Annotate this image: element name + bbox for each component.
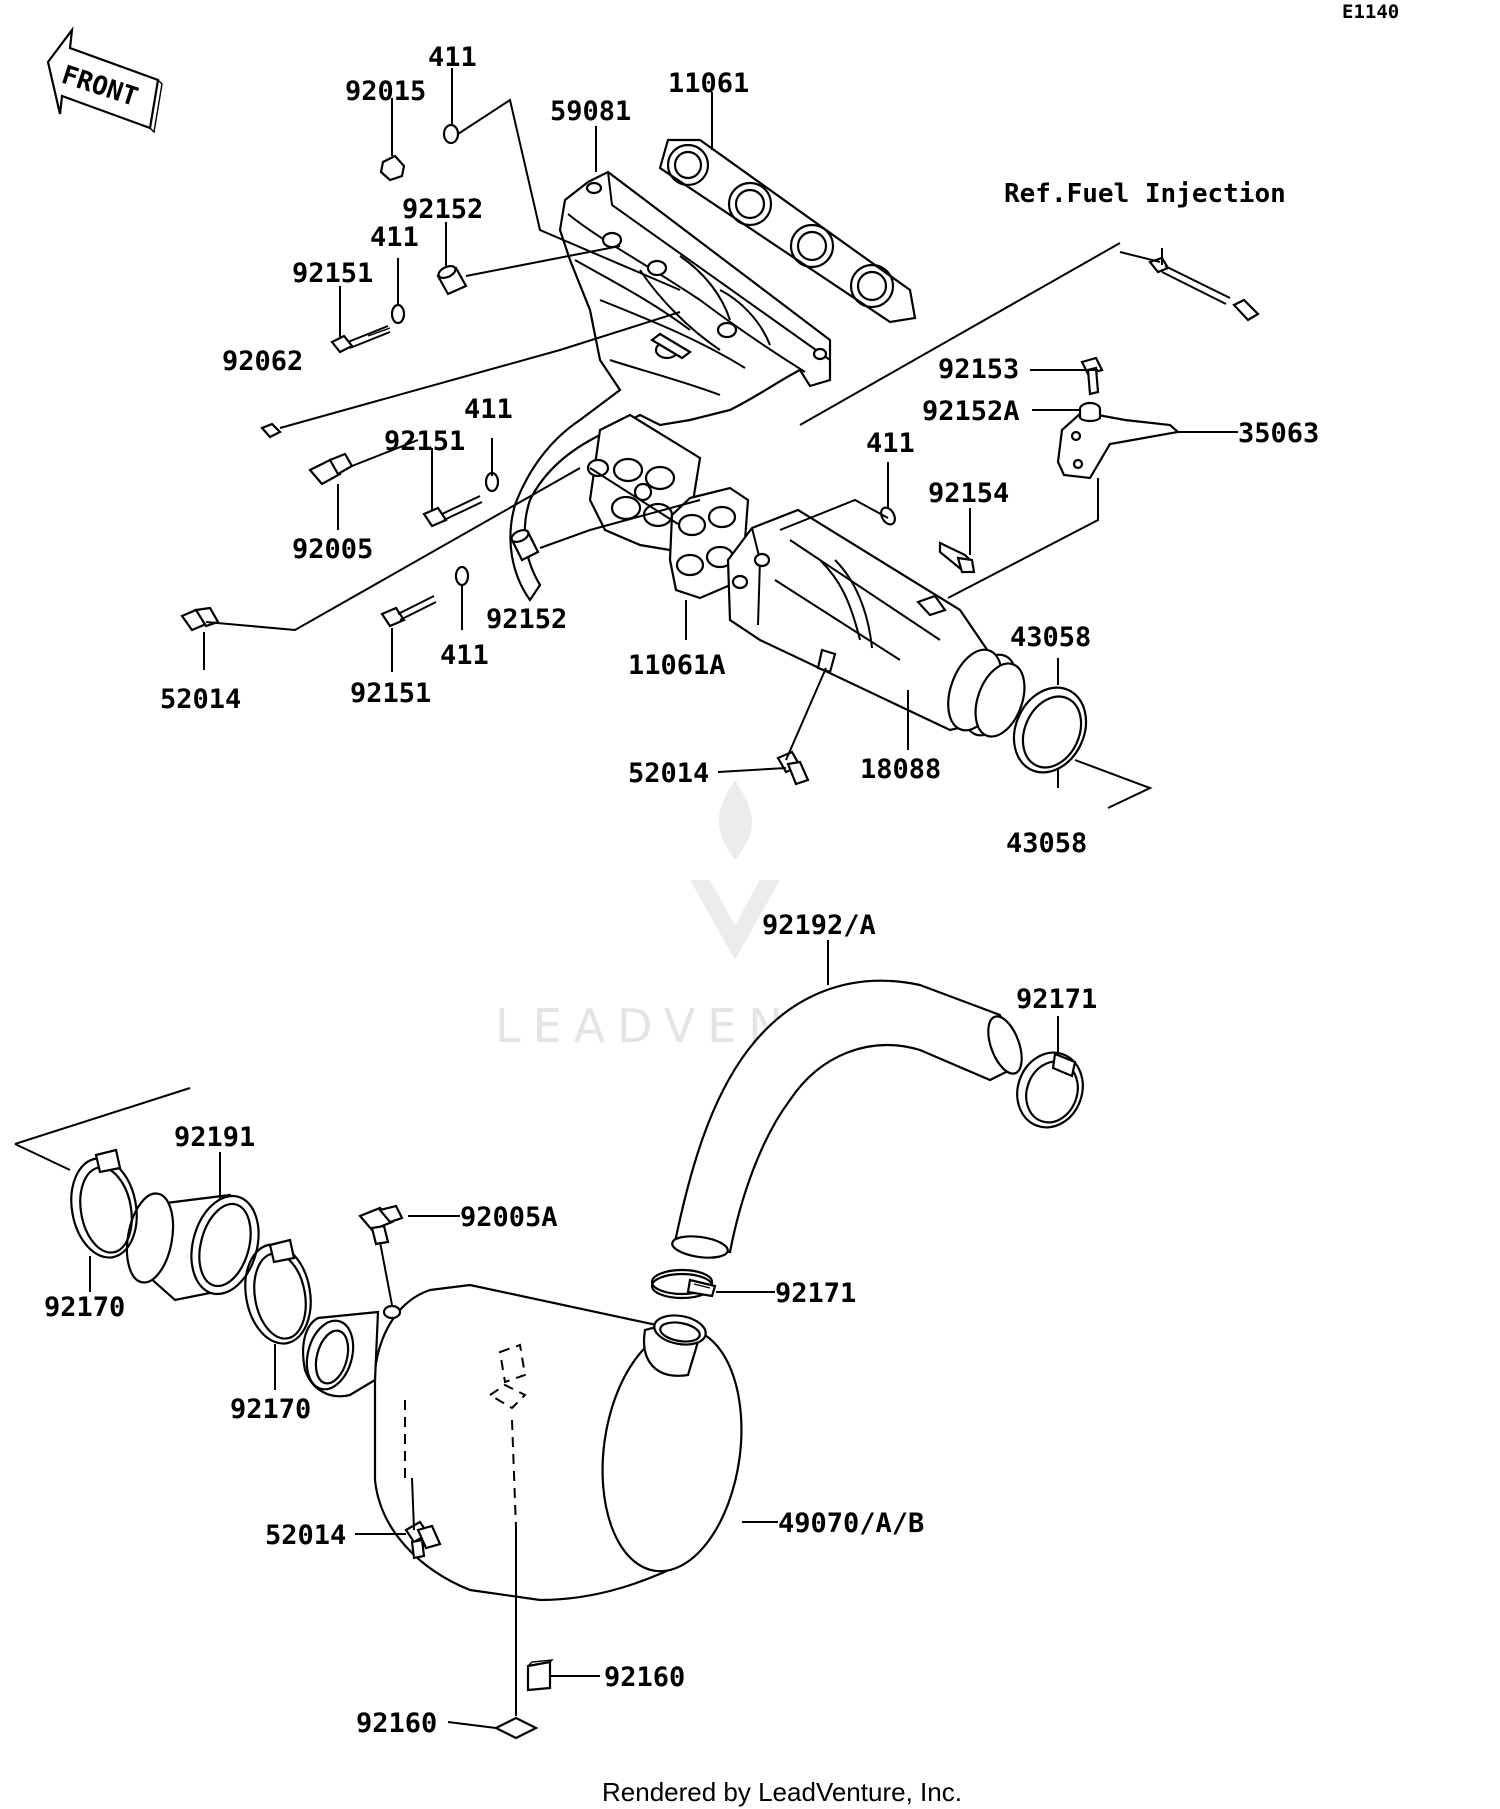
label-411: 411	[464, 394, 513, 425]
fitting-52014-a	[180, 606, 220, 632]
clamp-92170-a	[70, 1148, 138, 1259]
label-92170: 92170	[230, 1394, 311, 1425]
label-411: 411	[440, 640, 489, 671]
label-52014: 52014	[160, 684, 241, 715]
label-43058: 43058	[1006, 828, 1087, 859]
clamp-92171-b	[650, 1268, 717, 1300]
label-92170: 92170	[44, 1292, 125, 1323]
label-35063: 35063	[1238, 418, 1319, 449]
washer-411-b	[390, 303, 406, 325]
label-411: 411	[866, 428, 915, 459]
label-11061: 11061	[668, 68, 749, 99]
fuel-injection-sensor	[1148, 256, 1260, 322]
bolt-92151-b	[422, 495, 483, 528]
part-labels: 411 92015 59081 11061 92152 411 92151 92…	[44, 42, 1319, 1739]
clamp-92170-b	[244, 1238, 312, 1345]
washer-411-e	[454, 565, 470, 587]
exhaust-pipe-18088	[726, 508, 1026, 738]
label-411: 411	[370, 222, 419, 253]
collar-92152-a	[436, 264, 468, 296]
lower-leader-lines	[14, 940, 1059, 1729]
hose-92192a	[671, 979, 1023, 1259]
fitting-52014-c	[404, 1520, 442, 1560]
collar-92152a	[1078, 401, 1102, 423]
label-92160: 92160	[604, 1662, 685, 1693]
bolt-92151-a	[330, 325, 391, 354]
label-92005a: 92005A	[460, 1202, 558, 1233]
bracket-35063	[1056, 410, 1181, 480]
diagram-code: E1140	[1342, 1, 1399, 23]
label-49070-a-b: 49070/A/B	[778, 1508, 924, 1539]
label-92160: 92160	[356, 1708, 437, 1739]
label-92192-a: 92192/A	[762, 910, 876, 941]
label-411: 411	[428, 42, 477, 73]
washer-411-a	[442, 123, 460, 145]
label-92151: 92151	[384, 426, 465, 457]
fitting-92005a	[358, 1204, 404, 1246]
label-43058: 43058	[1010, 622, 1091, 653]
fitting-92005	[308, 452, 354, 486]
label-92062: 92062	[222, 346, 303, 377]
footer-credit: Rendered by LeadVenture, Inc.	[602, 1777, 962, 1807]
label-92154: 92154	[928, 478, 1009, 509]
collar-92152-b	[510, 528, 540, 562]
ring-43058	[1012, 686, 1088, 774]
bolt-92154	[938, 541, 976, 574]
label-92005: 92005	[292, 534, 373, 565]
label-92151: 92151	[292, 258, 373, 289]
nut-92015	[379, 154, 406, 182]
dowel-92062	[260, 422, 282, 439]
upper-leader-lines	[203, 68, 1238, 809]
label-92152: 92152	[402, 194, 483, 225]
label-52014: 52014	[628, 758, 709, 789]
label-92171: 92171	[1016, 984, 1097, 1015]
front-arrow: FRONT	[46, 26, 163, 134]
label-92015: 92015	[345, 76, 426, 107]
clamp-92171-a	[1016, 1051, 1084, 1129]
gasket-11061	[658, 138, 917, 324]
pad-92160-b	[493, 1716, 539, 1740]
washer-411-d	[880, 506, 896, 526]
bolt-92153	[1080, 356, 1104, 396]
label-11061a: 11061A	[628, 650, 726, 681]
label-92152: 92152	[486, 604, 567, 635]
bolt-92151-c	[380, 595, 437, 628]
label-59081: 59081	[550, 96, 631, 127]
label-92151: 92151	[350, 678, 431, 709]
label-92171: 92171	[775, 1278, 856, 1309]
ref-fuel-injection: Ref.Fuel Injection	[1004, 179, 1286, 209]
label-92152a: 92152A	[922, 396, 1020, 427]
label-92153: 92153	[938, 354, 1019, 385]
label-18088: 18088	[860, 754, 941, 785]
pad-92160-a	[526, 1659, 554, 1692]
label-92191: 92191	[174, 1122, 255, 1153]
muffler-49070	[301, 1283, 743, 1602]
hose-92191	[125, 1192, 260, 1302]
label-52014: 52014	[265, 1520, 346, 1551]
